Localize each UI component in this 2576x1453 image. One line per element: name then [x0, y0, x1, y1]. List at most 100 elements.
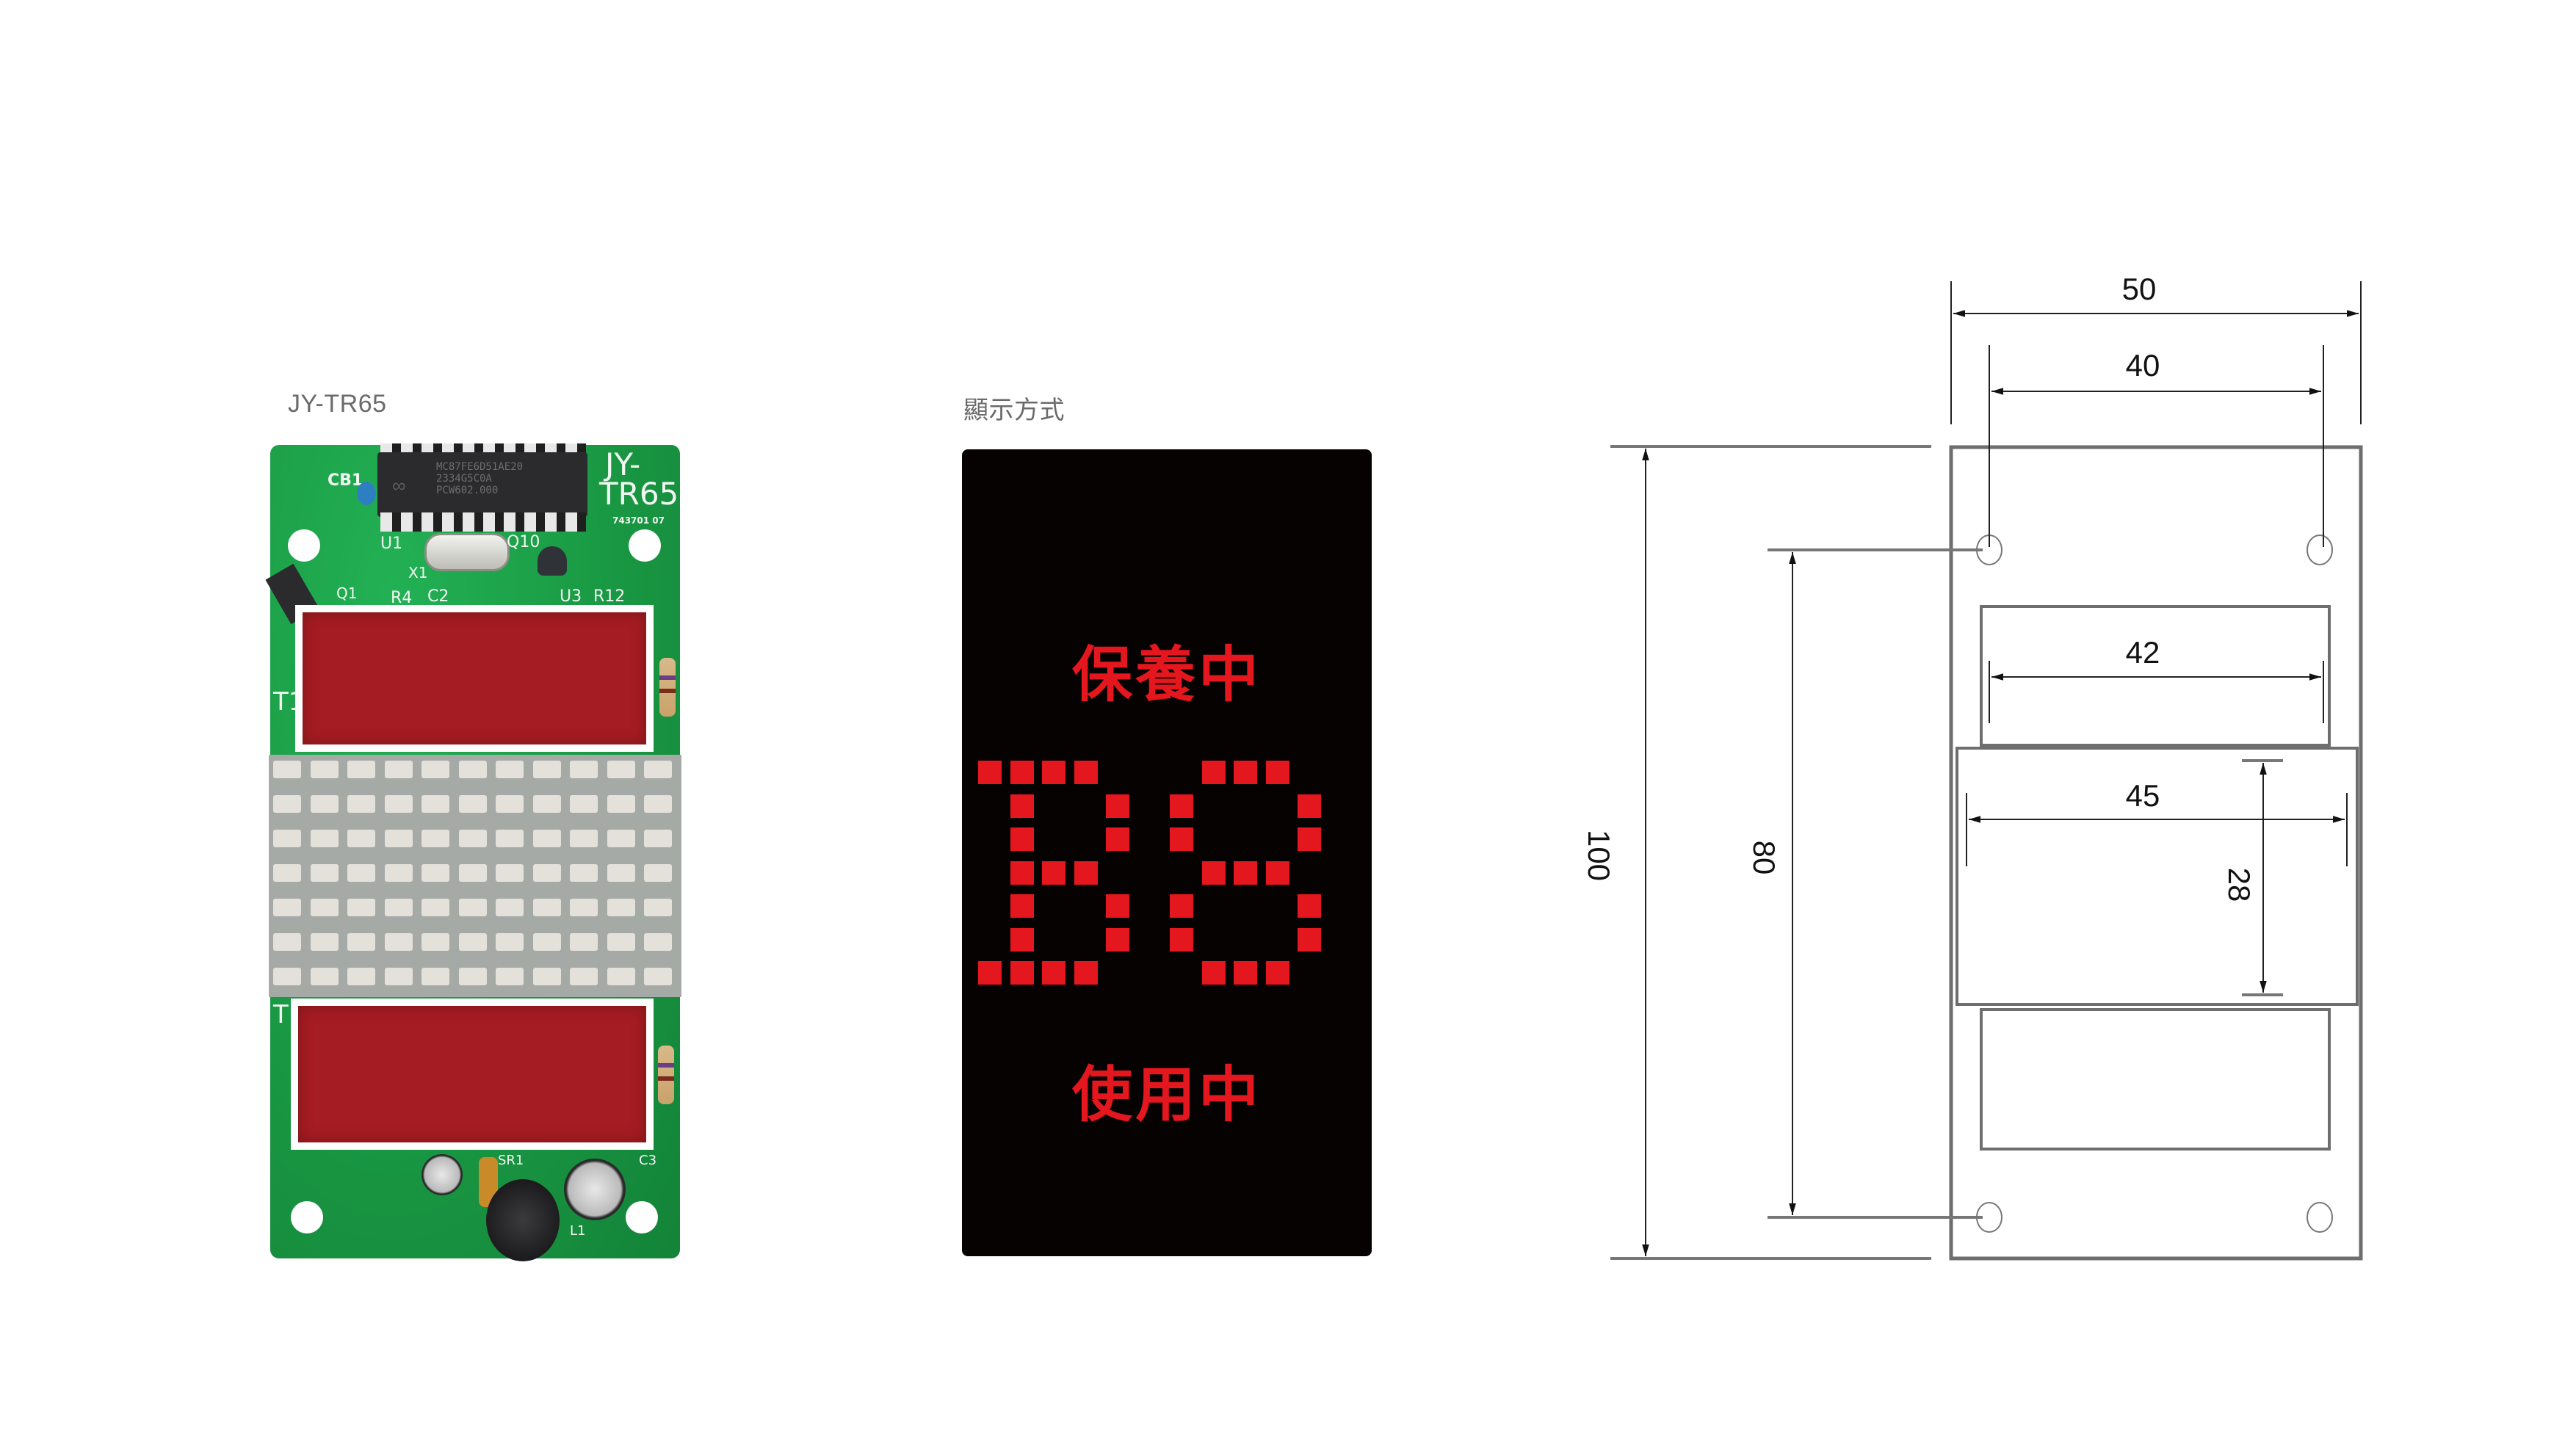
pcb-led-dot [458, 864, 487, 882]
pcb-led-dot [496, 864, 524, 882]
pcb-led-dot [422, 933, 449, 951]
pcb-led-dot [458, 830, 487, 847]
lower-window-outline [1980, 1008, 2331, 1151]
pcb-led-dot [644, 830, 672, 847]
lower-red-display-window [291, 999, 654, 1150]
pcb-led-dot [532, 795, 561, 813]
mounting-hole-outline [2307, 535, 2333, 565]
pcb-led-dot [458, 795, 487, 813]
floor-indicator-led [1106, 827, 1129, 851]
in-use-status-text: 使用中 [1071, 1060, 1262, 1130]
pcb-led-dot [310, 830, 339, 847]
pcb-led-dot [273, 830, 301, 847]
silk-label-cb1: CB1 [328, 471, 363, 490]
silk-model-line2: TR65 [599, 476, 679, 512]
pcb-led-dot [607, 864, 635, 882]
silk-label-q10: Q10 [507, 533, 540, 551]
pcb-led-dot [347, 968, 375, 985]
floor-indicator-led [1298, 894, 1321, 918]
pcb-led-dot [384, 968, 413, 985]
pcb-led-dot [347, 933, 375, 951]
display-mode-caption: 顯示方式 [963, 396, 1065, 424]
pcb-led-dot [310, 899, 339, 916]
ceramic-capacitor [357, 482, 376, 505]
dim-label-vertical-hole-spacing: 80 [1747, 841, 1781, 875]
pcb-led-dot [644, 968, 672, 985]
upper-window-outline [1980, 605, 2331, 747]
pcb-led-dot [532, 968, 561, 985]
pcb-led-dot [607, 899, 635, 916]
dim-label-hole-spacing: 40 [2126, 348, 2160, 383]
pcb-led-dot [570, 761, 598, 778]
microcontroller-chip: ∞ MC87FE6D51AE20 2334G5C0A PCW602.000 [377, 452, 587, 517]
silk-label-c2: C2 [427, 587, 449, 606]
chip-marking-line: PCW602.000 [436, 485, 499, 496]
pcb-led-dot [496, 933, 524, 951]
floor-indicator-led [1265, 761, 1289, 784]
pcb-led-dot [273, 761, 301, 778]
floor-indicator-led [1106, 894, 1129, 918]
silk-model-line1: JY- [605, 446, 641, 482]
pcb-led-dot [347, 761, 375, 778]
floor-indicator-led [1298, 794, 1321, 818]
floor-indicator-led [978, 761, 1002, 784]
chip-marking-line: MC87FE6D51AE20 [436, 461, 524, 473]
matrix-window-outline [1955, 747, 2359, 1006]
pcb-led-dot [570, 899, 598, 916]
floor-indicator-led [978, 961, 1002, 985]
pcb-led-dot [384, 864, 413, 882]
pcb-led-dot [384, 761, 413, 778]
floor-indicator-led [1106, 794, 1129, 818]
pcb-led-dot [607, 761, 635, 778]
floor-indicator-led [1234, 961, 1257, 985]
transistor [538, 546, 567, 576]
pcb-led-dot [532, 864, 561, 882]
floor-indicator-led [1298, 827, 1321, 851]
pcb-led-dot [273, 864, 301, 882]
floor-indicator-led [1010, 827, 1034, 851]
silk-label-x1: X1 [408, 564, 428, 581]
pcb-led-dot [384, 933, 413, 951]
pcb-led-dot [458, 933, 487, 951]
dim-label-overall-height: 100 [1582, 830, 1616, 881]
electrolytic-capacitor [564, 1159, 626, 1220]
mounting-hole [291, 1201, 323, 1233]
mounting-hole [629, 529, 661, 562]
upper-red-display-window [295, 605, 654, 752]
floor-indicator-led [1234, 860, 1257, 885]
pcb-led-dot [422, 795, 449, 813]
pcb-led-dot [310, 761, 339, 778]
ic-pins [380, 512, 586, 532]
pcb-led-dot [607, 968, 635, 985]
resistor [659, 658, 676, 717]
pcb-led-dot [347, 899, 375, 916]
silk-serial: 743701 07 [612, 515, 665, 526]
pcb-led-dot [273, 795, 301, 813]
pcb-led-dot [422, 899, 449, 916]
floor-indicator-led [1010, 761, 1034, 784]
pcb-led-dot [496, 968, 524, 985]
pcb-led-dot [570, 933, 598, 951]
pcb-led-dot [570, 968, 598, 985]
floor-indicator-led [1042, 961, 1066, 985]
floor-indicator-led [1265, 961, 1289, 985]
floor-indicator-led [1074, 961, 1098, 985]
led-dot-matrix [269, 755, 681, 997]
floor-indicator-led [1170, 827, 1193, 851]
floor-indicator-led [1170, 927, 1193, 952]
pcb-led-dot [422, 761, 449, 778]
floor-indicator-led [1234, 761, 1257, 784]
electrolytic-capacitor [422, 1154, 463, 1195]
pcb-led-dot [273, 933, 301, 951]
pcb-led-dot [607, 830, 635, 847]
silk-label-sr1: SR1 [498, 1153, 524, 1168]
panel-outline [1949, 445, 2363, 1261]
floor-indicator-led [1010, 794, 1034, 818]
dim-label-upper-window-width: 42 [2126, 635, 2160, 670]
pcb-led-dot [310, 795, 339, 813]
silk-label-r4: R4 [391, 589, 413, 607]
floor-indicator-led [1106, 927, 1129, 952]
pcb-led-dot [644, 761, 672, 778]
silk-label-t2: T [273, 1000, 289, 1029]
